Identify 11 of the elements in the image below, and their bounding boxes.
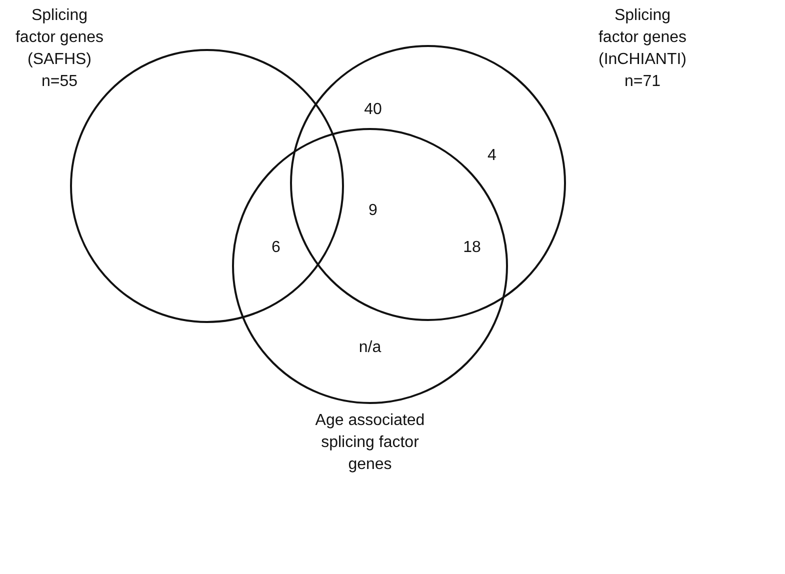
set-title: Splicing factor genes (InCHIANTI) [597,6,688,70]
region-count: 4 [488,146,496,166]
region-count: 9 [368,201,378,221]
set-size: n=55 [40,72,79,92]
region-count: 18 [463,238,481,258]
region-count: 6 [272,238,280,258]
set-title: Splicing factor genes (SAFHS) [14,6,105,70]
region-count: 40 [364,100,382,120]
region-count: n/a [358,338,382,358]
set-title: Age associated splicing factor genes [314,411,426,475]
set-size: n=71 [623,72,662,92]
